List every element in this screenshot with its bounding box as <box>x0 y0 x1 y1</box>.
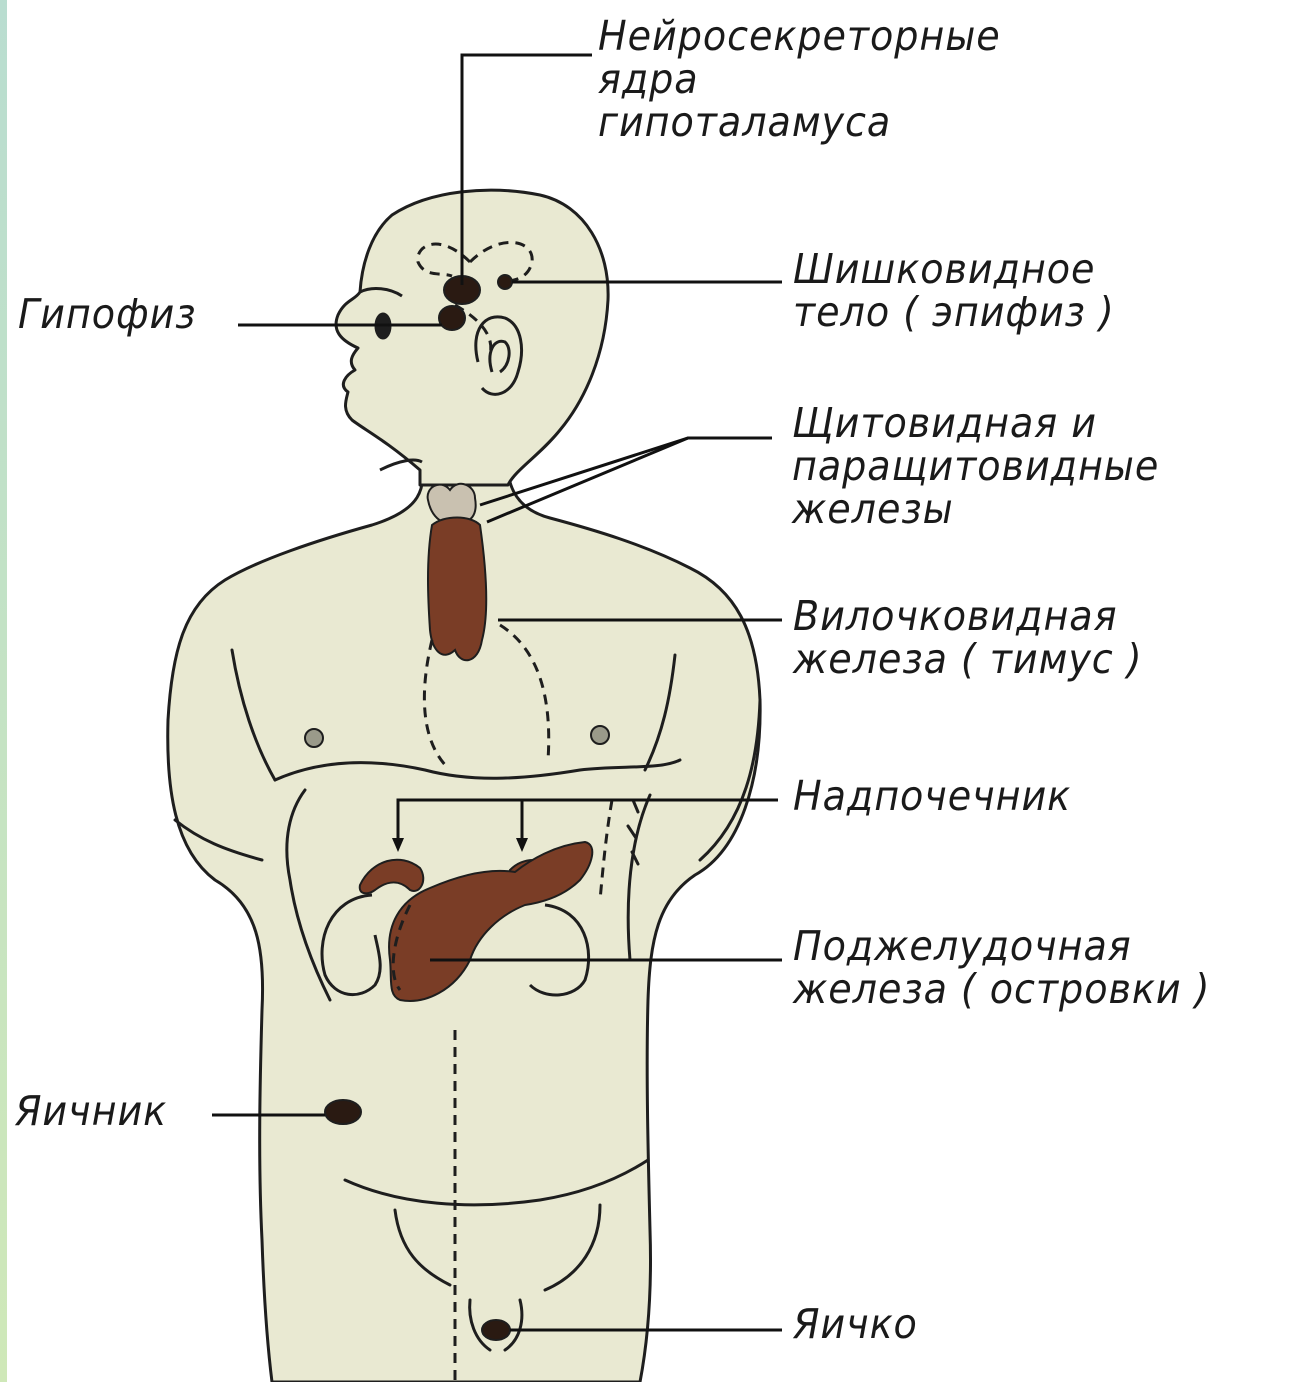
pituitary-gland <box>439 306 465 330</box>
label-hypothalamus: Нейросекреторные ядра гипоталамуса <box>598 15 1001 144</box>
label-thyroid: Щитовидная и паращитовидные железы <box>792 402 1159 531</box>
label-pineal: Шишковидное тело ( эпифиз ) <box>793 248 1115 334</box>
label-thymus: Вилочковидная железа ( тимус ) <box>793 595 1143 681</box>
label-ovary: Яичник <box>15 1090 167 1133</box>
testis-gland <box>482 1320 510 1340</box>
label-adrenal: Надпочечник <box>793 775 1071 818</box>
pineal-gland <box>498 275 512 289</box>
ovary-gland <box>325 1100 361 1124</box>
label-testis: Яичко <box>793 1303 918 1346</box>
label-pituitary: Гипофиз <box>18 293 196 336</box>
label-pancreas: Поджелудочная железа ( островки ) <box>793 925 1210 1011</box>
thymus-gland <box>428 518 486 661</box>
